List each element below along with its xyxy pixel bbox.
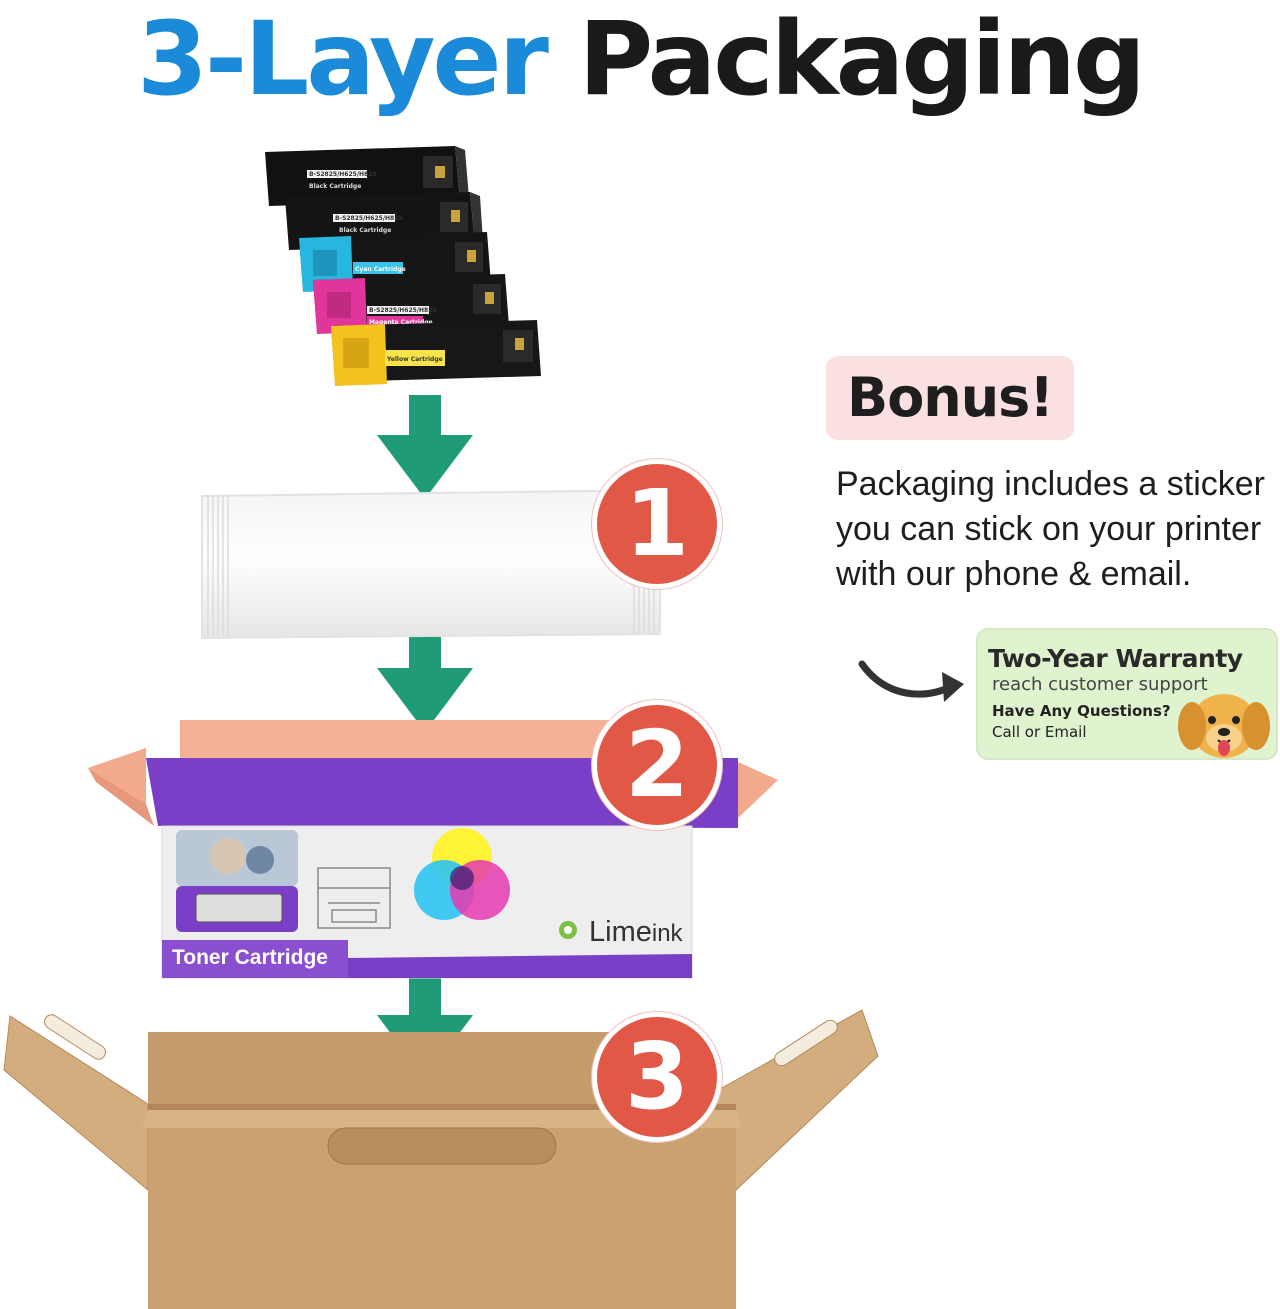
- shipping-box: [3, 1009, 879, 1309]
- bonus-title: Bonus!: [847, 366, 1054, 429]
- title-highlight: 3-Layer: [136, 0, 549, 119]
- page-title: 3-Layer Packaging: [0, 0, 1280, 120]
- cartridge-model-text: B-S2825/H625/H825: [335, 215, 403, 222]
- cartridge-label-text: Black Cartridge: [339, 227, 391, 234]
- bonus-description: Packaging includes a sticker you can sti…: [836, 462, 1280, 597]
- brand-name-part-a: Lime: [589, 916, 652, 948]
- sticker-contact: Call or Email: [992, 723, 1087, 741]
- sticker-question: Have Any Questions?: [992, 702, 1171, 720]
- toner-cartridge-stack: B-S2825/H625/H825 Black Cartridge B-S282…: [265, 146, 541, 386]
- step-badge-1: 1: [592, 459, 722, 589]
- bonus-highlight-box: [826, 356, 1074, 440]
- step-badge-3: 3: [592, 1012, 722, 1142]
- retail-box-brand: Limeink: [589, 916, 683, 949]
- cartridge-label-text: Cyan Cartridge: [355, 266, 406, 273]
- arrow-down-icon: [377, 395, 473, 499]
- sticker-subtitle: reach customer support: [992, 674, 1208, 695]
- title-main: Packaging: [578, 0, 1146, 119]
- golden-retriever-dog-icon: [1178, 694, 1270, 758]
- cartridge-label-text: Black Cartridge: [309, 183, 361, 190]
- step-badge-2: 2: [592, 700, 722, 830]
- bonus-line: Packaging includes a sticker: [836, 465, 1266, 503]
- warranty-sticker: Two-Year Warranty reach customer support…: [976, 628, 1278, 760]
- bonus-line: you can stick on your printer: [836, 510, 1262, 548]
- cartridge-label-text: Magenta Cartridge: [369, 319, 433, 326]
- cartridge-label-text: Yellow Cartridge: [386, 356, 443, 363]
- cartridge-model-text: B-S2825/H625/H825: [309, 171, 377, 178]
- cartridge-yellow: Yellow Cartridge: [331, 320, 541, 386]
- retail-box: [88, 720, 778, 979]
- sticker-title: Two-Year Warranty: [988, 644, 1243, 673]
- curved-arrow-icon: [858, 660, 964, 702]
- brand-name-part-b: ink: [651, 920, 683, 947]
- retail-box-product-label: Toner Cartridge: [172, 946, 328, 969]
- cartridge-cyan: Cyan Cartridge: [299, 232, 491, 292]
- cartridge-model-text: B-S2825/H625/H825: [369, 307, 437, 314]
- bonus-line: with our phone & email.: [836, 555, 1192, 593]
- cartridge-black-1: B-S2825/H625/H825 Black Cartridge: [265, 146, 469, 206]
- cartridge-magenta: B-S2825/H625/H825 Magenta Cartridge: [313, 274, 509, 334]
